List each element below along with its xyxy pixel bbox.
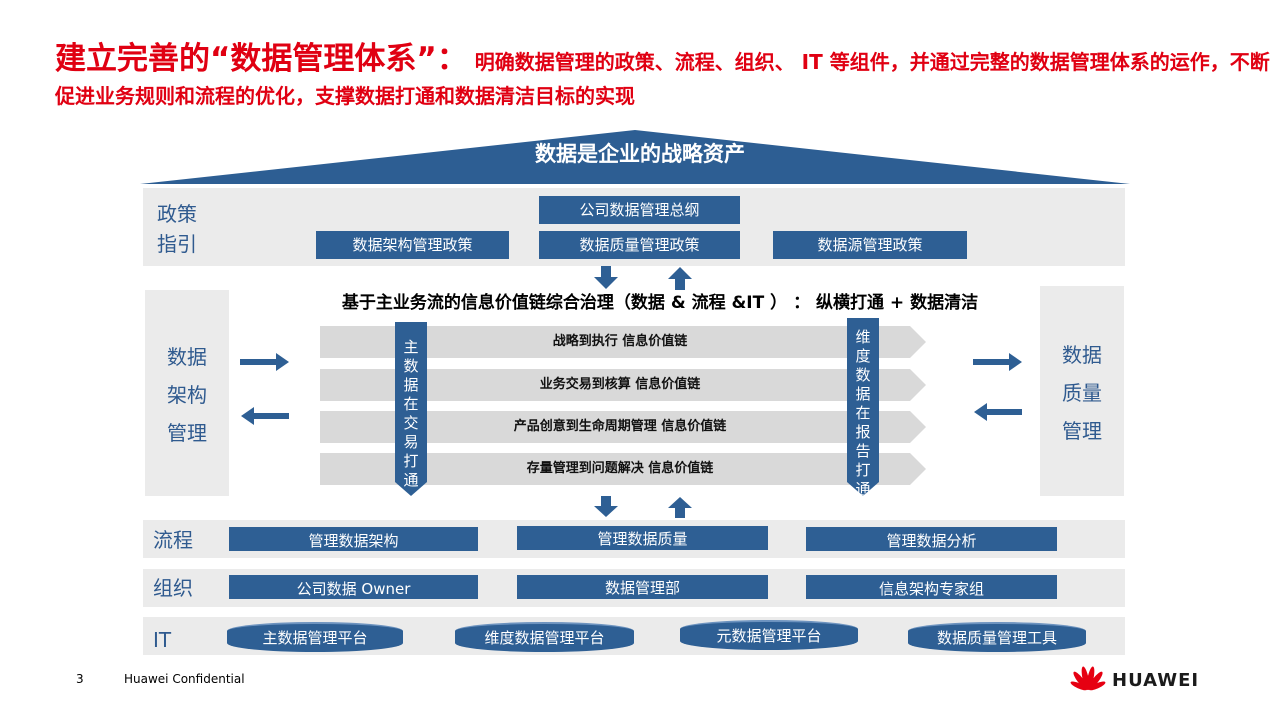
chain-label-strategy: 战略到执行 信息价值链 [552,334,688,349]
it-item-quality-tool: 数据质量管理工具 [908,622,1086,652]
it-label: IT [153,628,172,652]
policy-label-line2: 指引 [157,232,197,256]
left-side-line3: 管理 [167,421,207,445]
vertical-arrow-master-data [395,322,427,496]
headline: 建立完善的“数据管理体系”： 明确数据管理的政策、流程、组织、 IT 等组件，并… [55,42,1270,113]
right-side-label: 数据 质量 管理 [1040,336,1124,450]
arrow-up-icon [668,497,692,518]
policy-label: 政策 指引 [157,199,197,259]
arrow-up-icon [668,267,692,290]
it-item-metadata: 元数据管理平台 [680,620,858,650]
chain-chevron [320,453,926,485]
policy-item-source: 数据源管理政策 [773,231,967,259]
chain-chevron [320,369,926,401]
governance-title: 基于主业务流的信息价值链综合治理（数据 & 流程 &IT ） ： 纵横打通 + … [341,293,979,313]
left-side-line2: 架构 [167,383,207,407]
right-side-line3: 管理 [1062,419,1102,443]
org-item-dept: 数据管理部 [517,575,768,599]
chain-label-trade: 业务交易到核算 信息价值链 [539,377,701,392]
left-side-label: 数据 架构 管理 [145,338,229,452]
confidential-label: Huawei Confidential [124,672,245,686]
it-item-master-data: 主数据管理平台 [227,622,403,652]
process-item-analysis: 管理数据分析 [806,527,1057,551]
arrow-left-icon [974,403,1022,421]
policy-item-quality: 数据质量管理政策 [539,231,740,259]
policy-top-item: 公司数据管理总纲 [539,196,740,224]
policy-label-line1: 政策 [157,202,197,226]
chain-label-product: 产品创意到生命周期管理 信息价值链 [513,419,727,434]
arrow-left-icon [241,407,289,425]
headline-lead: 建立完善的“数据管理体系”： [55,41,468,77]
left-side-line1: 数据 [167,345,207,369]
vertical-label-master-data: 主 数 据 在 交 易 打 通 [403,338,419,489]
org-label: 组织 [153,576,193,600]
roof-triangle [140,130,1130,184]
arrow-right-icon [973,353,1022,371]
chain-label-stock: 存量管理到问题解决 信息价值链 [526,461,714,476]
arrow-down-icon [594,496,618,517]
process-item-quality: 管理数据质量 [517,526,768,550]
page-number: 3 [76,672,84,686]
right-side-line1: 数据 [1062,343,1102,367]
arrow-right-icon [240,353,289,371]
org-item-owner: 公司数据 Owner [229,575,478,599]
policy-item-architecture: 数据架构管理政策 [316,231,509,259]
org-item-experts: 信息架构专家组 [806,575,1057,599]
roof-title: 数据是企业的战略资产 [535,142,745,166]
huawei-logo-icon [1070,666,1106,691]
vertical-arrow-dimension-data [847,318,879,496]
right-side-line2: 质量 [1062,381,1102,405]
process-label: 流程 [153,528,193,552]
chain-chevron [320,411,926,443]
brand-wordmark: HUAWEI [1112,670,1200,691]
vertical-label-dimension-data: 维 度 数 据 在 报 告 打 通 [855,328,871,498]
right-side-panel [1040,286,1124,496]
left-side-panel [145,290,229,496]
process-item-architecture: 管理数据架构 [229,527,478,551]
arrow-down-icon [594,266,618,289]
headline-body: 明确数据管理的政策、流程、组织、 IT 等组件，并通过完整的数据管理体系的运作，… [55,50,1270,108]
chain-chevron [320,326,926,358]
it-item-dimension-data: 维度数据管理平台 [455,622,634,652]
